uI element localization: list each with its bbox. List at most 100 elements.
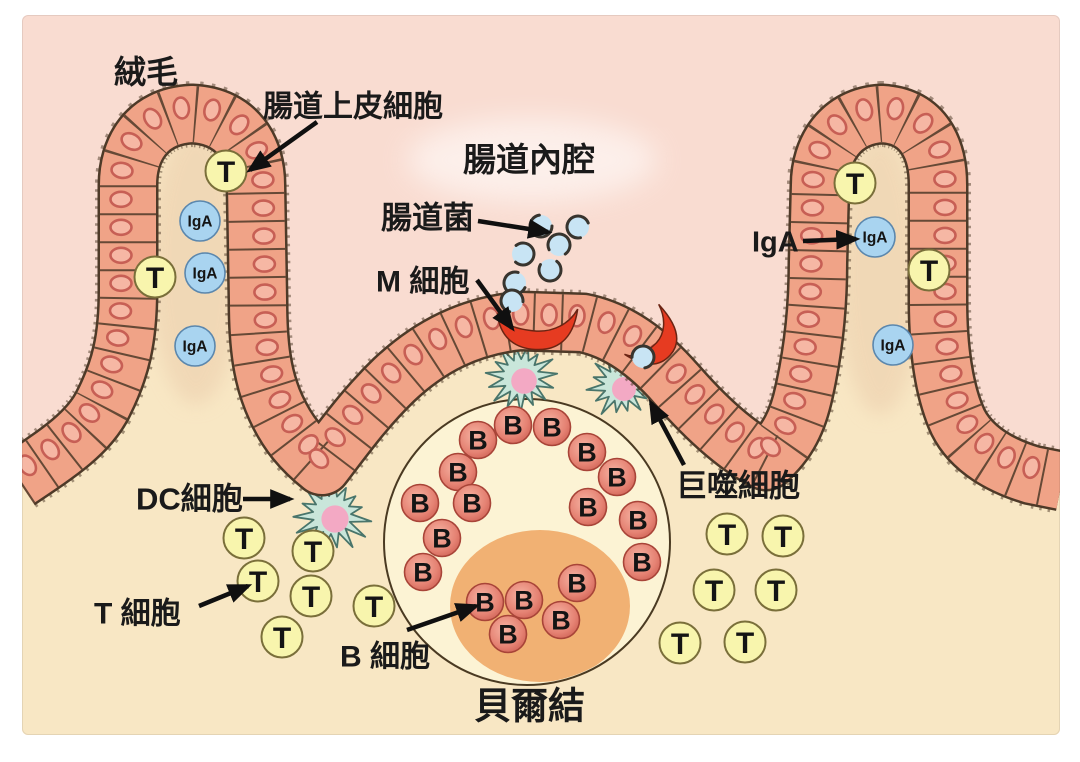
- epithelium-nucleus: [308, 448, 330, 470]
- label-bacteria: 腸道菌: [381, 200, 474, 235]
- t-cell: T: [761, 514, 805, 558]
- epithelium-nucleus: [801, 170, 825, 189]
- epithelium-nucleus: [403, 343, 424, 366]
- epithelium-nucleus: [956, 414, 979, 435]
- label-villi: 絨毛: [114, 54, 178, 90]
- epithelium-nucleus: [774, 416, 797, 436]
- label-b-cell: B 細胞: [340, 640, 430, 673]
- b-cell: B: [541, 600, 581, 640]
- epithelium-nucleus: [939, 364, 963, 383]
- label-dc-cell: DC細胞: [136, 481, 243, 516]
- epithelium-nucleus: [251, 199, 276, 217]
- epithelium-nucleus: [203, 98, 222, 122]
- t-cell: T: [723, 620, 767, 664]
- frame-edge: [22, 15, 1060, 735]
- epithelium-nucleus: [928, 140, 952, 159]
- epithelium-nucleus: [255, 338, 279, 357]
- b-cell: B: [532, 407, 572, 447]
- epithelium-nucleus: [800, 198, 825, 217]
- epithelium-nucleus: [826, 114, 848, 136]
- epithelium-nucleus: [945, 391, 969, 410]
- epithelium-nucleus: [703, 403, 725, 425]
- b-cell: B: [622, 542, 662, 582]
- iga-molecule: IgA: [184, 252, 226, 294]
- bacterium: [510, 241, 536, 267]
- epithelium-nucleus: [798, 282, 823, 301]
- epithelium-nucleus: [268, 390, 292, 409]
- epithelium-nucleus: [759, 436, 782, 458]
- epithelium-nucleus: [855, 98, 874, 122]
- m-cell: [496, 308, 579, 351]
- t-cell: T: [289, 574, 333, 618]
- arrow-m-cell: [475, 278, 515, 332]
- arrow-macrophage: [648, 399, 686, 467]
- b-cell: B: [422, 518, 462, 558]
- b-cell: B: [465, 582, 505, 622]
- b-cell: B: [403, 552, 443, 592]
- arrow-iga: [802, 229, 861, 250]
- epithelium-nucleus: [341, 404, 364, 426]
- lumen-label-halo: [407, 118, 657, 202]
- bacterium: [546, 232, 572, 258]
- epithelium-nuclei: [22, 96, 1041, 480]
- epithelium-nucleus: [61, 421, 82, 444]
- epithelium-nucleus: [120, 131, 143, 152]
- annotation-labels: 絨毛 腸道上皮細胞 腸道內腔 腸道菌 M 細胞 IgA DC細胞 T 細胞 巨噬…: [94, 54, 800, 726]
- epithelium-nucleus: [912, 112, 934, 134]
- epithelium-nucleus: [454, 315, 474, 339]
- epithelium-nucleus: [22, 454, 38, 477]
- epithelium-nucleus: [260, 365, 284, 384]
- bacterium: [565, 214, 591, 240]
- t-cell: T: [833, 161, 877, 205]
- t-cell: T: [291, 529, 335, 573]
- epithelium-nucleus: [109, 274, 133, 293]
- epithelium-nucleus: [796, 310, 821, 329]
- b-cell: B: [557, 563, 597, 603]
- spiky-cell-nucleus: [612, 377, 636, 401]
- label-epithelium: 腸道上皮細胞: [263, 90, 443, 123]
- epithelium-nucleus: [1022, 455, 1041, 480]
- epithelium-nucleus: [252, 255, 277, 273]
- iga-molecule: IgA: [179, 200, 221, 242]
- epithelium-nucleus: [110, 161, 134, 180]
- t-cell: T: [692, 568, 736, 612]
- epithelium-nucleus: [933, 170, 957, 188]
- t-cell: T: [133, 255, 177, 299]
- b-cell: B: [567, 432, 607, 472]
- annotation-arrows: [198, 120, 861, 633]
- iga-molecule: IgA: [854, 216, 896, 258]
- epithelium-nucleus: [783, 391, 807, 410]
- t-cell: T: [907, 248, 951, 292]
- epithelium-nucleus: [108, 302, 133, 320]
- epithelium-nucleus: [109, 246, 133, 265]
- b-cell: B: [493, 405, 533, 445]
- epithelium-nucleus: [933, 310, 958, 328]
- epithelium-nucleus: [229, 114, 250, 136]
- b-cell: B: [452, 483, 492, 523]
- epithelium-nucleus: [172, 96, 191, 120]
- epithelium-nucleus: [799, 255, 823, 273]
- epithelium-nucleus: [935, 337, 959, 356]
- label-lumen: 腸道內腔: [463, 141, 595, 178]
- epithelium-nucleus: [40, 438, 61, 461]
- epithelium-nucleus: [109, 218, 133, 237]
- b-cell: B: [618, 500, 658, 540]
- arrow-bacteria: [477, 218, 553, 239]
- label-peyers: 貝爾結: [474, 686, 585, 727]
- epithelium-nucleus: [253, 283, 277, 301]
- dc-cell: [292, 477, 373, 553]
- epithelium-nucleus: [428, 327, 448, 351]
- epithelium-nucleus: [808, 140, 832, 160]
- label-m-cell: M 細胞: [376, 265, 469, 298]
- epithelium-nucleus: [142, 107, 163, 130]
- bacterium: [537, 257, 563, 283]
- epithelium-nucleus: [324, 427, 346, 448]
- iga-molecule: IgA: [872, 324, 914, 366]
- epithelium-nucleus: [90, 380, 114, 400]
- iga-molecule: IgA: [174, 325, 216, 367]
- spiky-cell-nucleus: [321, 505, 349, 533]
- dome-dc-cell: [484, 344, 559, 414]
- label-iga: IgA: [752, 227, 799, 259]
